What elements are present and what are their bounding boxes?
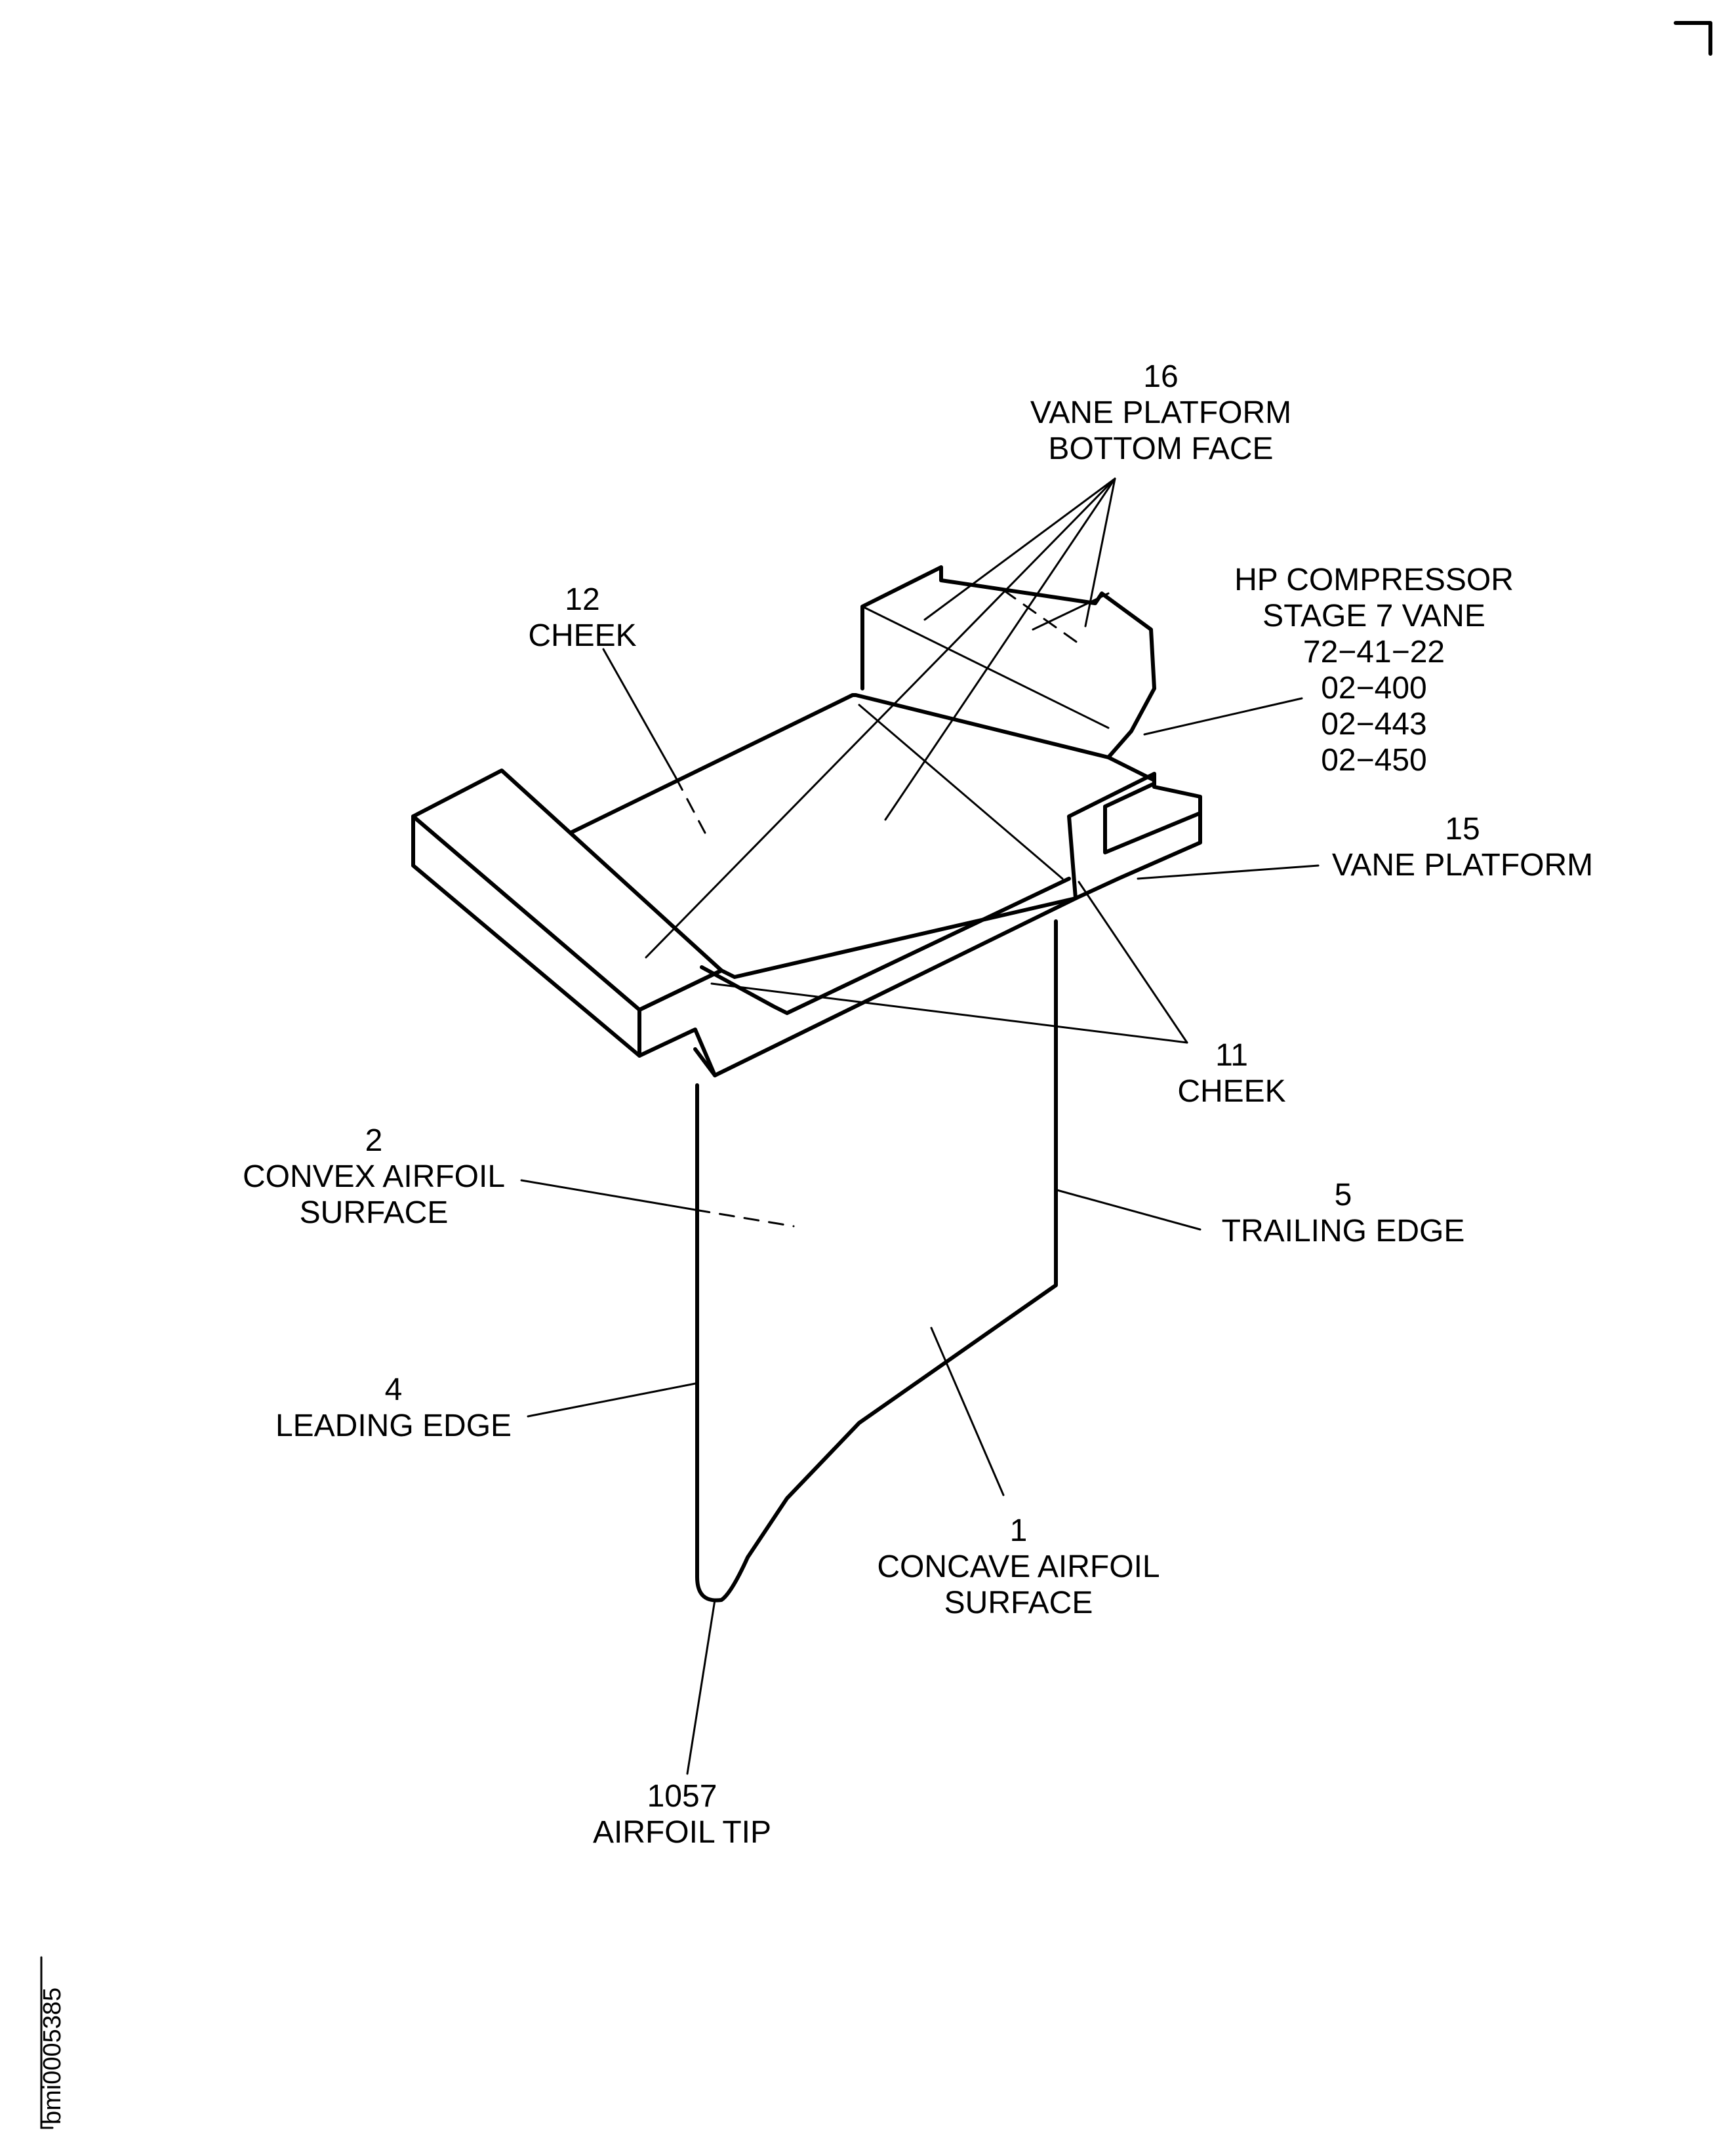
- rear-step-notch-top: [1103, 782, 1156, 809]
- rear-block-inner-edge: [1032, 592, 1110, 631]
- callout-1-number: 1: [1010, 1513, 1028, 1548]
- platform-diagonal: [858, 704, 1064, 880]
- callout-5: 5 TRAILING EDGE: [1222, 1178, 1465, 1248]
- callout-15-number: 15: [1445, 812, 1480, 847]
- leader-16-b: [645, 477, 1116, 959]
- rear-block-top-edge: [861, 605, 1110, 729]
- leader-16-a: [923, 477, 1116, 621]
- leader-1: [930, 1327, 1005, 1496]
- callout-12-number: 12: [565, 582, 599, 617]
- callout-1-line2: SURFACE: [944, 1586, 1093, 1620]
- leader-12-dash: [674, 776, 706, 834]
- part-line2: STAGE 7 VANE: [1262, 599, 1485, 633]
- callout-2-line1: CONVEX AIRFOIL: [243, 1159, 505, 1194]
- callout-4-line1: LEADING EDGE: [275, 1408, 512, 1443]
- callout-5-line1: TRAILING EDGE: [1222, 1214, 1465, 1248]
- callout-15: 15 VANE PLATFORM: [1332, 812, 1593, 883]
- callout-4-number: 4: [385, 1372, 403, 1407]
- leader-11-a: [1078, 881, 1188, 1044]
- leader-5: [1056, 1189, 1201, 1231]
- leader-1057: [686, 1599, 716, 1775]
- leader-12: [602, 648, 677, 778]
- callout-11-number: 11: [1215, 1038, 1248, 1073]
- callout-1: 1 CONCAVE AIRFOIL SURFACE: [877, 1513, 1160, 1620]
- rear-step-notch: [1103, 805, 1202, 854]
- part-line1: HP COMPRESSOR: [1234, 563, 1514, 597]
- part-line6: 02−450: [1321, 743, 1427, 778]
- leader-11-b: [710, 982, 1188, 1044]
- vane-drawing: [411, 565, 1202, 1603]
- leader-4: [527, 1382, 696, 1418]
- callout-11-line1: CHEEK: [1177, 1074, 1285, 1109]
- rear-step: [1067, 772, 1156, 900]
- leader-2: [520, 1179, 696, 1211]
- part-line5: 02−443: [1321, 707, 1427, 742]
- airfoil-body: [695, 919, 1058, 1603]
- rear-block-dash-edge: [1002, 589, 1083, 647]
- leader-16-d: [1084, 477, 1116, 628]
- platform-outline: [569, 693, 1110, 835]
- callout-16-number: 16: [1143, 359, 1178, 394]
- callout-4: 4 LEADING EDGE: [275, 1372, 512, 1443]
- leader-part: [1143, 697, 1303, 736]
- leader-2-dash: [694, 1208, 795, 1228]
- leader-lines: [520, 477, 1320, 1775]
- leader-16-c: [884, 477, 1116, 821]
- callout-15-line1: VANE PLATFORM: [1332, 848, 1593, 883]
- callout-12-line1: CHEEK: [528, 618, 636, 653]
- callout-11: 11 CHEEK: [1177, 1038, 1285, 1109]
- callout-1057-number: 1057: [647, 1779, 717, 1814]
- reference-id: bmi0005385: [39, 1987, 66, 2125]
- callout-5-number: 5: [1335, 1178, 1352, 1212]
- callout-2: 2 CONVEX AIRFOIL SURFACE: [243, 1123, 505, 1230]
- callout-1-line1: CONCAVE AIRFOIL: [877, 1549, 1160, 1584]
- callout-1057-line1: AIRFOIL TIP: [593, 1815, 771, 1850]
- callout-2-number: 2: [365, 1123, 383, 1158]
- leader-15: [1137, 864, 1320, 880]
- platform-front-edge: [637, 896, 1078, 1012]
- reference-bracket: [40, 1956, 54, 2129]
- callout-12: 12 CHEEK: [528, 582, 636, 653]
- callout-16: 16 VANE PLATFORM BOTTOM FACE: [1030, 359, 1291, 466]
- callout-part-info: HP COMPRESSOR STAGE 7 VANE 72−41−22 02−4…: [1234, 563, 1514, 778]
- callout-2-line2: SURFACE: [300, 1195, 449, 1230]
- platform-lower-edge: [637, 1028, 717, 1077]
- callout-1057: 1057 AIRFOIL TIP: [593, 1779, 771, 1850]
- part-line3: 72−41−22: [1303, 635, 1445, 669]
- corner-mark: [1674, 21, 1712, 56]
- callout-16-line1: VANE PLATFORM: [1030, 395, 1291, 430]
- callout-16-line2: BOTTOM FACE: [1048, 431, 1273, 466]
- part-line4: 02−400: [1321, 671, 1427, 706]
